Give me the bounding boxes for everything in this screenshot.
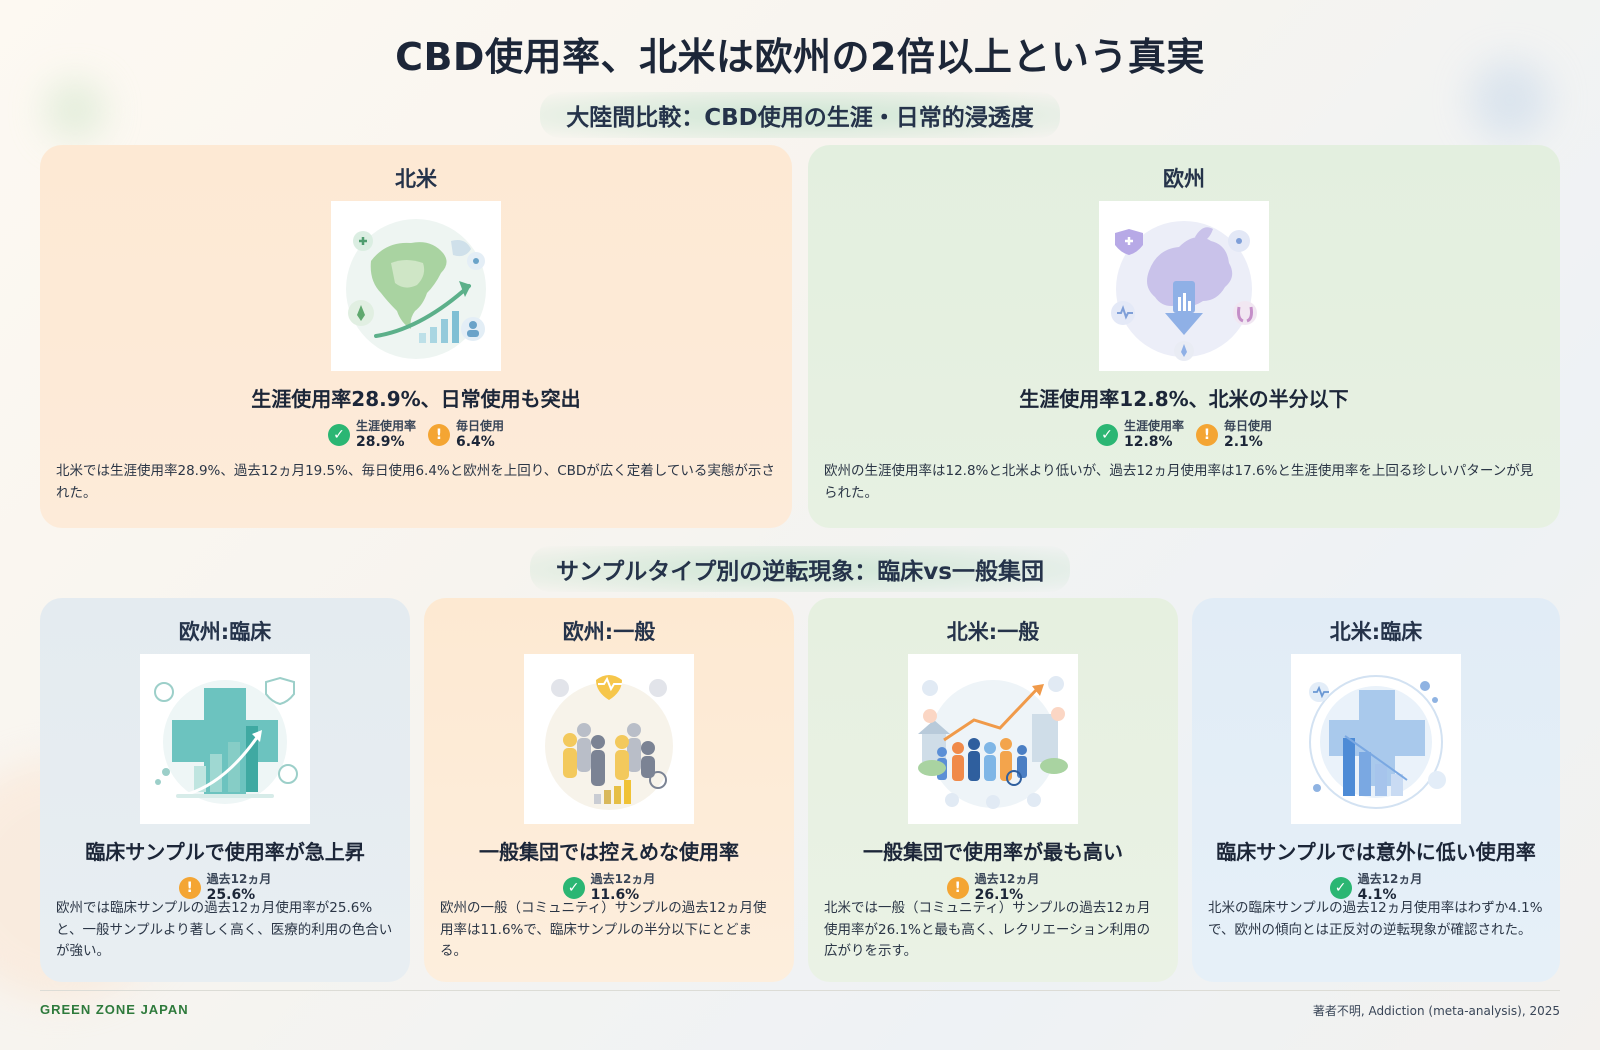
check-icon: ✓ (1095, 423, 1118, 446)
card-north-america: 北米 生涯使用率28.9%、日常使用も突出 ✓ 生涯使用率 28.9% ! (40, 145, 792, 528)
card-europe-clinical: 欧州:臨床 臨床サンプルで使用率が急上昇 ! 過去12ヵ月 25.6% 欧州では… (40, 598, 410, 982)
metrics-row: ✓ 生涯使用率 28.9% ! 毎日使用 6.4% (56, 419, 776, 450)
metric-value: 6.4% (456, 433, 495, 450)
metric-value: 26.1% (974, 886, 1024, 903)
metric-label: 過去12ヵ月 (1357, 872, 1423, 886)
check-icon: ✓ (562, 876, 585, 899)
card-headline: 生涯使用率28.9%、日常使用も突出 (251, 387, 581, 411)
card-headline: 生涯使用率12.8%、北米の半分以下 (1019, 387, 1349, 411)
section-title-samples: サンプルタイプ別の逆転現象：臨床vs一般集団 (0, 546, 1600, 592)
card-europe-general: 欧州:一般 一般集団では控えめな使用率 ✓ 過去12ヵ月 11.6 (424, 598, 794, 982)
section-title-continents: 大陸間比較：CBD使用の生涯・日常的浸透度 (0, 92, 1600, 138)
metric-lifetime: ✓ 生涯使用率 28.9% (327, 419, 416, 450)
europe-map-illustration (1099, 201, 1269, 371)
card-region: 北米:一般 (946, 620, 1040, 644)
north-america-map-illustration (331, 201, 501, 371)
section-title-text: サンプルタイプ別の逆転現象：臨床vs一般集団 (530, 546, 1070, 592)
metric-past-12-months: ! 過去12ヵ月 25.6% (178, 872, 272, 903)
page-title: CBD使用率、北米は欧州の2倍以上という真実 (395, 35, 1205, 79)
metric-lifetime: ✓ 生涯使用率 12.8% (1095, 419, 1184, 450)
metric-past-12-months: ✓ 過去12ヵ月 11.6% (562, 872, 656, 903)
card-region: 欧州 (1163, 167, 1205, 191)
community-growth-illustration (908, 654, 1078, 824)
metrics-row: ✓ 生涯使用率 12.8% ! 毎日使用 2.1% (824, 419, 1544, 450)
metric-past-12-months: ! 過去12ヵ月 26.1% (946, 872, 1040, 903)
card-europe: 欧州 生涯使用率12.8%、北米の半分以下 ✓ 生涯使用率 12.8% ! (808, 145, 1560, 528)
metric-past-12-months: ✓ 過去12ヵ月 4.1% (1329, 872, 1423, 903)
check-icon: ✓ (1329, 876, 1352, 899)
source-citation: 著者不明, Addiction (meta-analysis), 2025 (1312, 1004, 1560, 1018)
check-icon: ✓ (327, 423, 350, 446)
metric-daily: ! 毎日使用 2.1% (1196, 419, 1273, 450)
metrics-row: ! 過去12ヵ月 25.6% (56, 872, 394, 903)
metrics-row: ✓ 過去12ヵ月 11.6% (440, 872, 778, 903)
metric-value: 25.6% (206, 886, 256, 903)
metric-value: 11.6% (590, 886, 640, 903)
metric-value: 28.9% (355, 433, 405, 450)
alert-icon: ! (428, 423, 450, 446)
metric-label: 過去12ヵ月 (974, 872, 1040, 886)
card-headline: 臨床サンプルでは意外に低い使用率 (1216, 840, 1536, 864)
metric-value: 12.8% (1123, 433, 1173, 450)
card-region: 北米:臨床 (1329, 620, 1423, 644)
card-description: 欧州の生涯使用率は12.8%と北米より低いが、過去12ヵ月使用率は17.6%と生… (824, 463, 1534, 501)
metric-label: 過去12ヵ月 (590, 872, 656, 886)
card-description: 欧州の一般（コミュニティ）サンプルの過去12ヵ月使用率は11.6%で、臨床サンプ… (440, 900, 767, 960)
clinical-decline-illustration (1291, 654, 1461, 824)
metric-label: 生涯使用率 (355, 419, 416, 433)
decor-blob (45, 80, 105, 140)
card-description: 北米では生涯使用率28.9%、過去12ヵ月19.5%、毎日使用6.4%と欧州を上… (56, 463, 775, 501)
brand-name: GREEN ZONE JAPAN (40, 1002, 189, 1017)
metrics-row: ! 過去12ヵ月 26.1% (824, 872, 1162, 903)
card-region: 欧州:臨床 (178, 620, 272, 644)
metrics-row: ✓ 過去12ヵ月 4.1% (1208, 872, 1544, 903)
section-title-text: 大陸間比較：CBD使用の生涯・日常的浸透度 (540, 92, 1060, 138)
alert-icon: ! (178, 876, 201, 899)
decor-blob (1470, 60, 1550, 140)
card-north-america-clinical: 北米:臨床 臨床サンプルでは意外に低い使用率 ✓ 過去12ヵ月 4.1% 北米の… (1192, 598, 1560, 982)
metric-label: 過去12ヵ月 (206, 872, 272, 886)
alert-icon: ! (946, 876, 969, 899)
metric-label: 毎日使用 (456, 419, 505, 433)
metric-daily: ! 毎日使用 6.4% (428, 419, 505, 450)
card-description: 北米の臨床サンプルの過去12ヵ月使用率はわずか4.1%で、欧州の傾向とは正反対の… (1208, 900, 1543, 938)
card-north-america-general: 北米:一般 一般集団で使用率が最も高い ! 過去12ヵ月 26.1% (808, 598, 1178, 982)
metric-value: 4.1% (1357, 886, 1397, 903)
card-region: 欧州:一般 (562, 620, 656, 644)
community-group-illustration (524, 654, 694, 824)
clinical-cross-illustration (140, 654, 310, 824)
metric-label: 生涯使用率 (1123, 419, 1184, 433)
card-region: 北米 (395, 167, 437, 191)
card-headline: 一般集団で使用率が最も高い (863, 840, 1123, 864)
footer-divider (40, 990, 1560, 991)
metric-value: 2.1% (1224, 433, 1263, 450)
card-description: 欧州では臨床サンプルの過去12ヵ月使用率が25.6%と、一般サンプルより著しく高… (56, 900, 393, 960)
alert-icon: ! (1196, 423, 1218, 446)
card-headline: 臨床サンプルで使用率が急上昇 (85, 840, 365, 864)
metric-label: 毎日使用 (1224, 419, 1273, 433)
card-description: 北米では一般（コミュニティ）サンプルの過去12ヵ月使用率が26.1%と最も高く、… (824, 900, 1151, 960)
card-headline: 一般集団では控えめな使用率 (479, 840, 739, 864)
